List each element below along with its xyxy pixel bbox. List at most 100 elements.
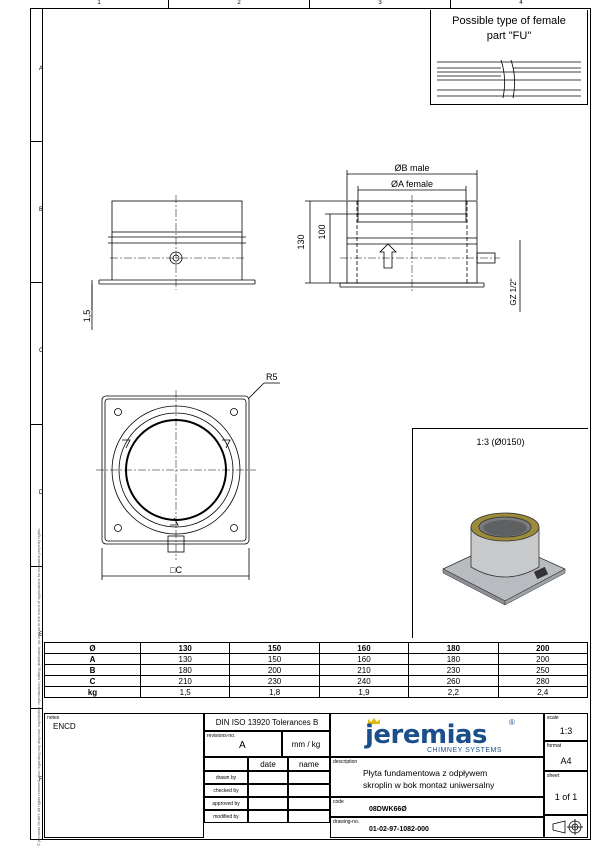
scale-label: scale: [547, 715, 559, 721]
scale-value: 1:3: [559, 726, 573, 736]
checked-by-date: [248, 784, 288, 797]
female-type-title-line1: Possible type of female: [452, 15, 566, 27]
technical-drawing: ØB male ØA female 130 100 1,5 GZ 1/2" R5…: [82, 163, 521, 580]
name-header-cell: name: [288, 757, 330, 771]
table-row: A 130 150 160 180 200: [44, 653, 589, 665]
table-cell: 240: [318, 675, 410, 687]
female-type-title: Possible type of female part "FU": [431, 14, 587, 44]
dim-a-female: ØA female: [391, 179, 433, 189]
dim-c: □C: [170, 565, 182, 575]
row-letter-d: D: [39, 490, 44, 496]
table-header-cell: Ø: [44, 642, 141, 654]
table-header-row: Ø 130 150 160 180 200: [44, 642, 589, 654]
female-type-title-line2: part "FU": [486, 30, 532, 42]
table-cell: 280: [497, 675, 589, 687]
company-logo: jeremias: [365, 720, 488, 750]
table-header-cell: 150: [229, 642, 320, 654]
table-cell: 210: [318, 664, 410, 676]
table-cell: 150: [229, 653, 320, 665]
description-line1: Płyta fundamentowa z odpływem: [363, 768, 488, 778]
sheet-cell: sheet 1 of 1: [544, 771, 588, 815]
table-row: kg 1,5 1,8 1,9 2,2 2,4: [44, 686, 589, 698]
sheet-value: 1 of 1: [554, 792, 578, 802]
checked-by-name: [288, 784, 330, 797]
tolerance-cell: DIN ISO 13920 Tolerances B: [204, 713, 330, 731]
column-3: 3: [310, 0, 451, 9]
dim-100: 100: [317, 224, 327, 239]
drawn-by-label: drawn by: [215, 775, 237, 781]
table-cell: 1,8: [229, 686, 320, 698]
row-letter-f: F: [39, 777, 43, 783]
dim-r5: R5: [266, 372, 278, 382]
table-cell: 200: [229, 664, 320, 676]
dim-thickness: 1,5: [82, 310, 92, 323]
code-cell: code 08DWK66Ø: [330, 797, 544, 817]
row-divider: [30, 566, 43, 567]
table-cell: 250: [497, 664, 589, 676]
row-divider: [30, 424, 43, 425]
section-view: [305, 170, 521, 312]
drawing-no-value: 01-02-97-1082-000: [369, 826, 429, 833]
table-cell: 160: [318, 653, 410, 665]
name-header: name: [298, 760, 319, 769]
units-value: mm / kg: [291, 740, 321, 749]
column-4: 4: [519, 0, 523, 6]
row-divider: [30, 708, 43, 709]
table-cell: 1,9: [318, 686, 410, 698]
tolerance-text: DIN ISO 13920 Tolerances B: [215, 718, 319, 727]
female-type-detail: [437, 59, 581, 99]
table-cell: 2,4: [497, 686, 589, 698]
revision-value: A: [239, 740, 246, 751]
column-1: 1: [30, 0, 169, 9]
revisions-label: revisions-no.: [207, 733, 236, 739]
table-row-label: kg: [44, 686, 141, 698]
notes-cell: notes ENCD: [44, 713, 204, 838]
drawn-by-date: [248, 771, 288, 784]
row-letter-e: E: [39, 632, 44, 638]
scale-cell: scale 1:3: [544, 713, 588, 741]
female-type-box: Possible type of female part "FU": [430, 10, 588, 105]
table-cell: 130: [139, 653, 231, 665]
dim-b-male: ØB male: [394, 163, 429, 173]
dim-130: 130: [296, 234, 306, 249]
table-header-cell: 180: [408, 642, 499, 654]
modified-by-date: [248, 810, 288, 823]
modified-by-cell: modified by: [204, 810, 248, 823]
table-cell: 230: [229, 675, 320, 687]
approved-by-name: [288, 797, 330, 810]
isometric-render: [442, 512, 566, 606]
row-letter-c: C: [39, 348, 44, 354]
date-header-cell: date: [248, 757, 288, 771]
date-header: date: [260, 760, 276, 769]
dimension-table: Ø 130 150 160 180 200 A 130 150 160 180 …: [44, 642, 589, 698]
row-divider: [30, 141, 43, 142]
format-cell: format A4: [544, 741, 588, 771]
revision-cell: revisions-no. A: [204, 731, 282, 757]
logo-subtitle: CHIMNEY SYSTEMS: [427, 747, 503, 754]
sheet-label: sheet: [547, 773, 560, 779]
isometric-view-box: 1:3 (Ø0150): [412, 428, 588, 638]
notes-value: ENCD: [53, 722, 76, 731]
column-header: 1 2 3 4: [30, 0, 591, 10]
row-divider: [30, 282, 43, 283]
format-label: format: [547, 743, 562, 749]
table-cell: 1,5: [139, 686, 231, 698]
crown-icon: [368, 718, 380, 724]
grid-blank: [204, 757, 248, 771]
approved-by-date: [248, 797, 288, 810]
row-letter-a: A: [39, 66, 44, 72]
plan-view: [96, 382, 280, 580]
table-row: B 180 200 210 230 250: [44, 664, 589, 676]
drawing-no-label: drawing-no.: [333, 819, 360, 825]
checked-by-label: checked by: [213, 788, 239, 794]
projection-cell: [544, 815, 588, 838]
table-row-label: C: [44, 675, 141, 687]
description-line2: skroplin w bok montaż uniwersalny: [363, 780, 495, 790]
table-header-cell: 160: [318, 642, 410, 654]
table-cell: 2,2: [408, 686, 499, 698]
row-letter-b: B: [39, 207, 44, 213]
drawn-by-cell: drawn by: [204, 771, 248, 784]
column-2: 2: [169, 0, 310, 9]
code-label: code: [333, 799, 344, 805]
table-row-label: A: [44, 653, 141, 665]
